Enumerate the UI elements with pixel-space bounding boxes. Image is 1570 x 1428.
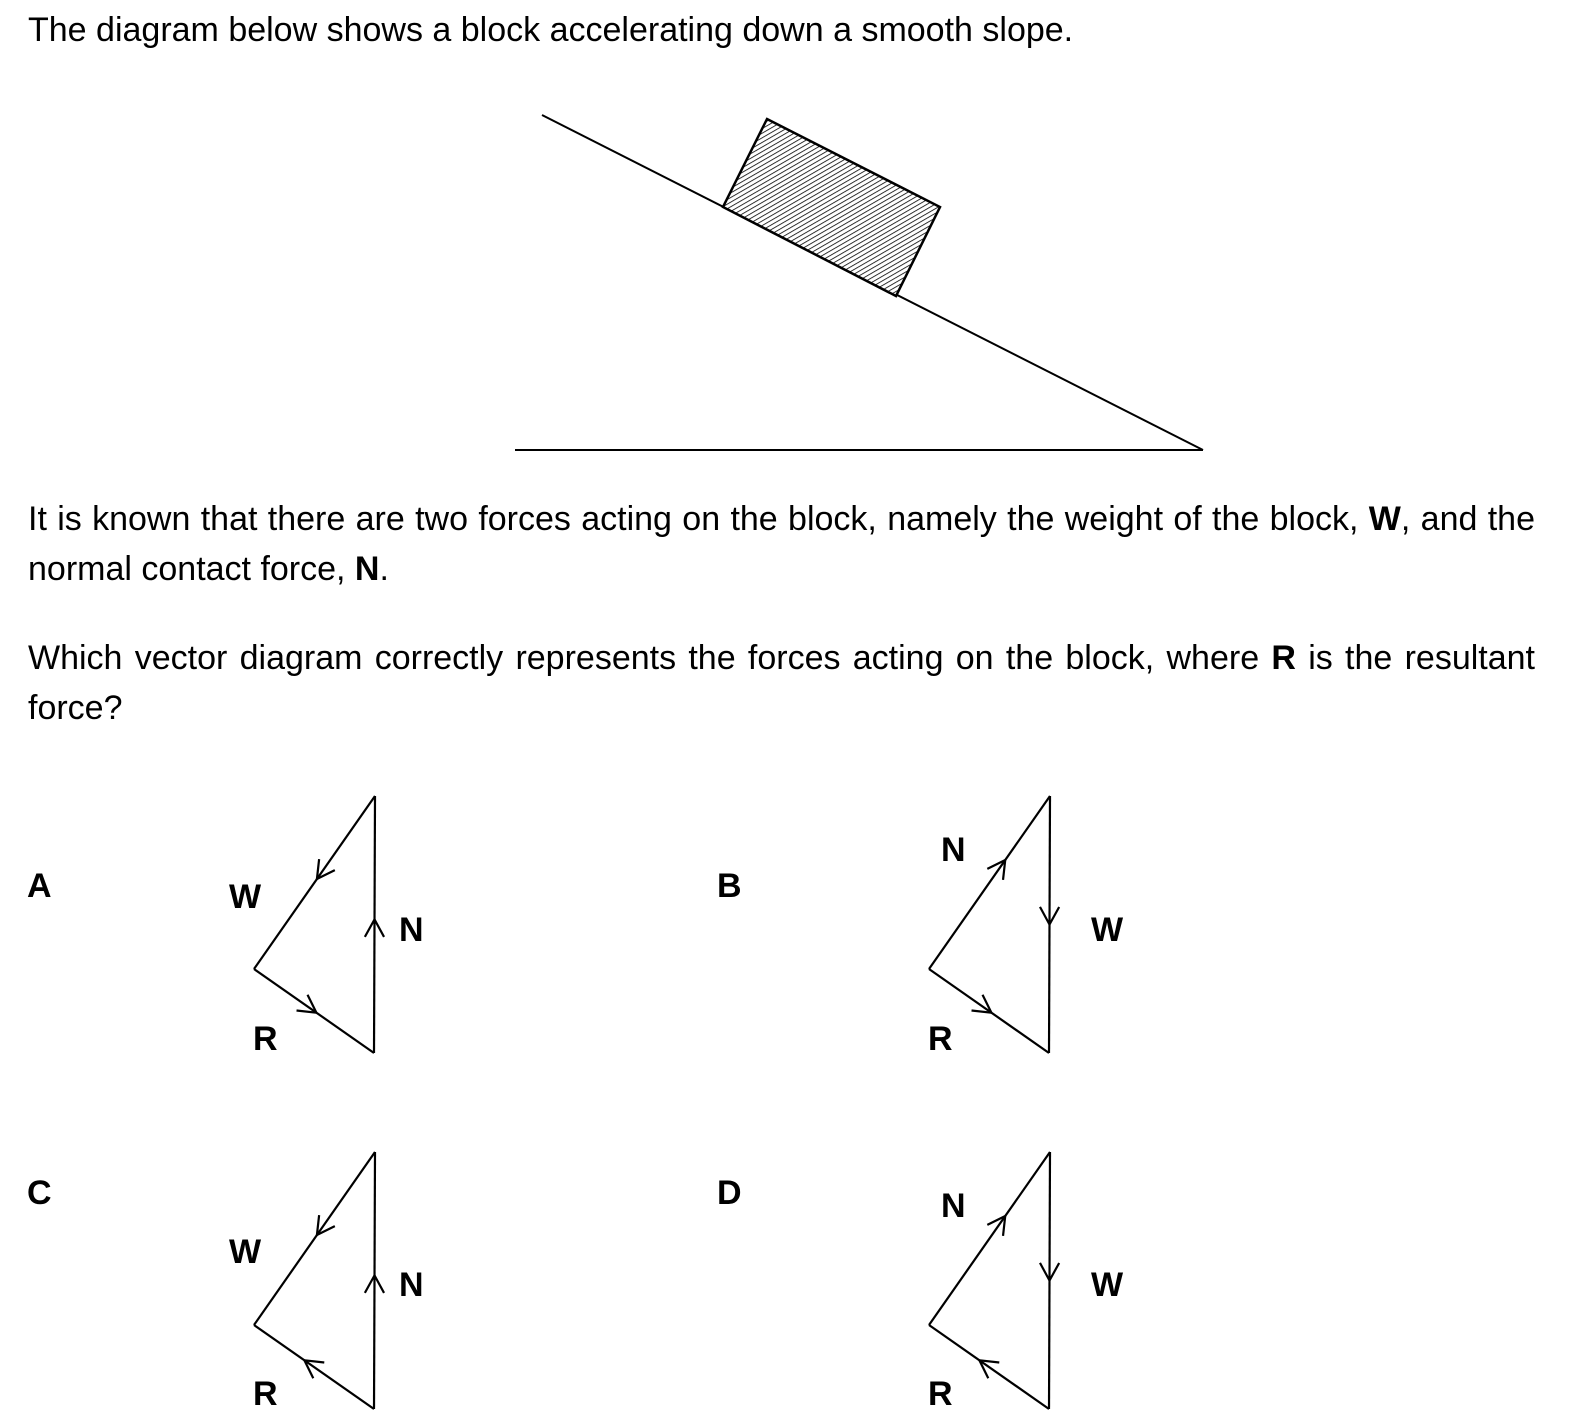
forces-paragraph: It is known that there are two forces ac… — [28, 494, 1535, 594]
para-text: , and the normal contact force, — [28, 500, 1535, 588]
hatched-block — [721, 117, 942, 298]
question-text: is the resultant force? — [28, 639, 1535, 727]
option-a-n-label: N — [399, 911, 424, 949]
option-d-slanted-vector — [928, 1151, 1051, 1326]
option-a-n-arrowhead — [363, 917, 386, 938]
question-paragraph: Which vector diagram correctly represent… — [28, 633, 1535, 733]
option-d-w-arrowhead — [1039, 1262, 1061, 1283]
option-a-letter[interactable]: A — [27, 867, 52, 905]
intro-text: The diagram below shows a block accelera… — [28, 11, 1074, 49]
option-c-w-label: W — [229, 1233, 262, 1271]
option-a-w-label: W — [229, 878, 262, 916]
slope-diagram — [515, 114, 1204, 451]
option-d-r-vector — [928, 1324, 1050, 1410]
weight-symbol: W — [1368, 500, 1401, 538]
option-d-r-arrowhead — [977, 1358, 1000, 1379]
option-c-letter[interactable]: C — [27, 1174, 52, 1212]
resultant-symbol: R — [1271, 639, 1296, 677]
option-a-slanted-vector — [253, 795, 376, 970]
option-b-slanted-vector — [928, 795, 1051, 970]
normal-symbol: N — [354, 550, 380, 588]
para-text: . — [379, 550, 389, 588]
option-b-r-label: R — [928, 1020, 953, 1058]
option-d-n-label: N — [941, 1187, 966, 1225]
option-c-r-vector — [253, 1324, 375, 1410]
para-text: It is known that there are two forces ac… — [28, 500, 1369, 538]
option-c-n-arrowhead — [363, 1273, 386, 1294]
option-b-n-label: N — [941, 831, 966, 869]
option-b-w-arrowhead — [1039, 906, 1061, 927]
option-d-n-arrowhead — [986, 1214, 1007, 1237]
option-a-r-arrowhead — [296, 994, 319, 1014]
option-b-n-arrowhead — [986, 858, 1007, 881]
option-c-n-label: N — [399, 1266, 424, 1304]
option-c-vertical-vector — [372, 1151, 377, 1410]
option-c-w-arrowhead — [315, 1215, 336, 1237]
option-c-r-label: R — [253, 1375, 278, 1413]
option-a-w-arrowhead — [315, 859, 336, 881]
option-c-slanted-vector — [253, 1151, 376, 1326]
option-d-r-label: R — [928, 1375, 953, 1413]
option-d-letter[interactable]: D — [717, 1174, 742, 1212]
option-b-letter[interactable]: B — [717, 867, 742, 905]
question-text: Which vector diagram correctly represent… — [28, 639, 1272, 677]
option-b-r-vector — [928, 968, 1050, 1054]
option-a-vertical-vector — [372, 795, 377, 1054]
option-d-w-label: W — [1091, 1266, 1124, 1304]
option-b-w-label: W — [1091, 911, 1124, 949]
option-b-r-arrowhead — [971, 994, 994, 1014]
option-a-r-label: R — [253, 1020, 278, 1058]
option-a-r-vector — [253, 968, 375, 1054]
option-c-r-arrowhead — [302, 1358, 325, 1379]
